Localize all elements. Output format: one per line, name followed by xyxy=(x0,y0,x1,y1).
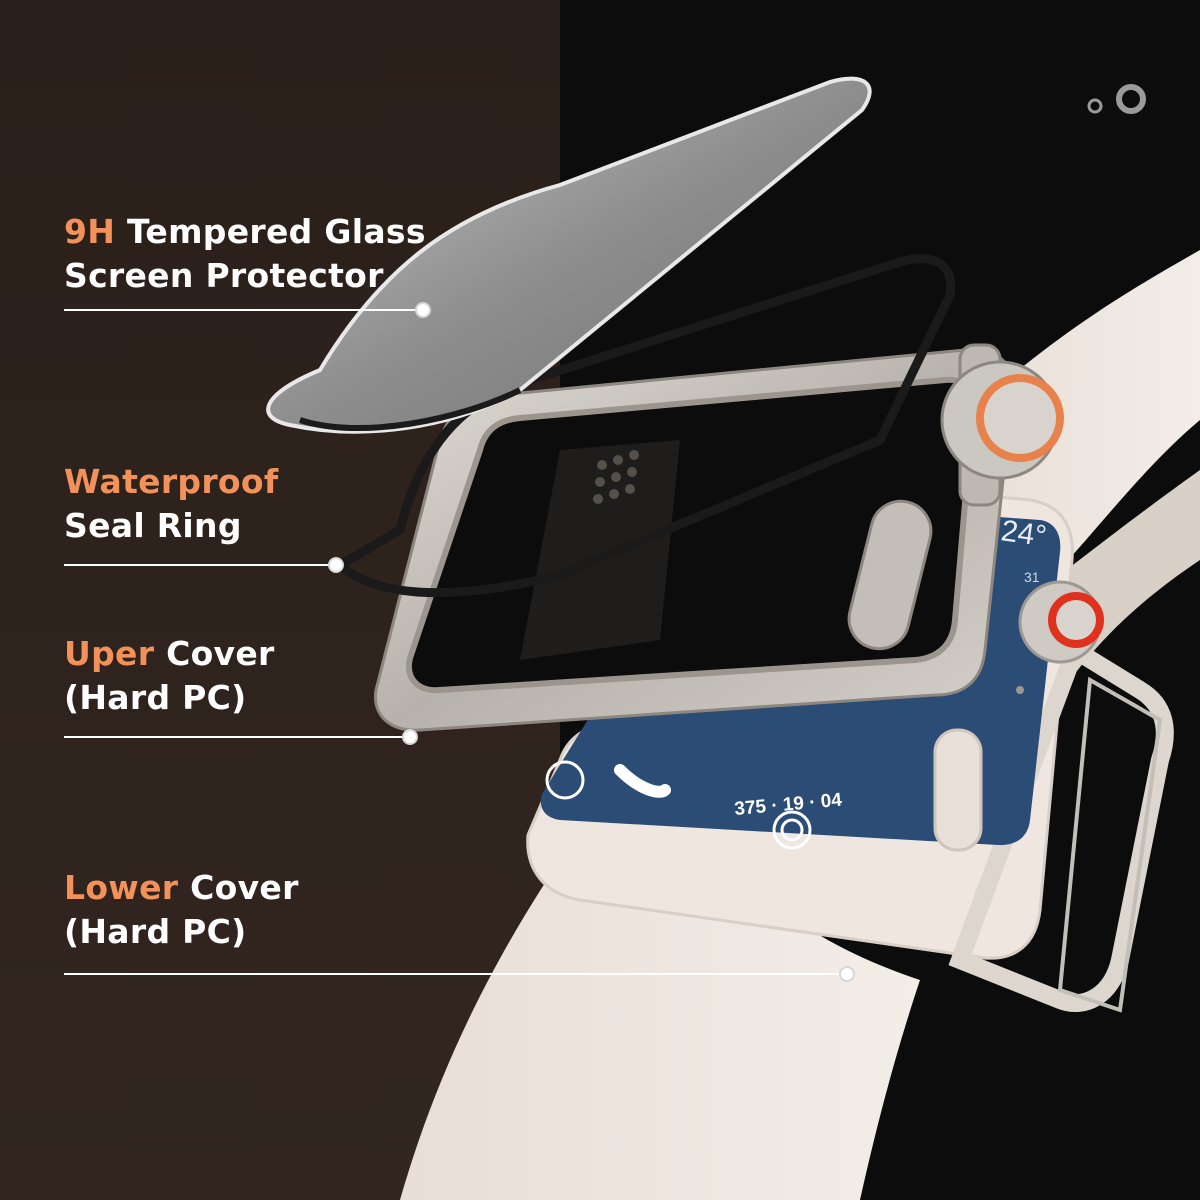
label-glass: 9H Tempered Glass Screen Protector xyxy=(64,210,426,298)
bubble-icon xyxy=(1087,84,1146,114)
label-upper-rest: Cover xyxy=(154,634,275,673)
label-seal-line2: Seal Ring xyxy=(64,506,242,545)
leader-lower xyxy=(64,973,844,975)
label-lower-accent: Lower xyxy=(64,868,179,907)
label-upper-line2: (Hard PC) xyxy=(64,678,247,717)
side-button-lower xyxy=(933,728,983,852)
label-upper: Uper Cover (Hard PC) xyxy=(64,632,275,720)
label-glass-rest: Tempered Glass xyxy=(115,212,426,251)
side-button-upper xyxy=(847,499,933,651)
leader-dot-glass xyxy=(415,302,431,318)
label-glass-accent: 9H xyxy=(64,212,116,251)
watch-temperature: 24° xyxy=(999,514,1049,553)
upper-cover xyxy=(373,343,1064,732)
label-glass-line2: Screen Protector xyxy=(64,256,384,295)
label-lower-rest: Cover xyxy=(178,868,299,907)
timer-complication-icon xyxy=(545,760,585,800)
leader-dot-lower xyxy=(839,966,855,982)
leader-dot-upper xyxy=(402,729,418,745)
leader-dot-seal xyxy=(328,557,344,573)
speaker-grille xyxy=(593,450,639,504)
leader-seal xyxy=(64,564,334,566)
watch-date-digit: 31 xyxy=(1024,569,1040,585)
label-seal: Waterproof Seal Ring xyxy=(64,460,279,548)
label-lower-line2: (Hard PC) xyxy=(64,912,247,951)
leader-glass xyxy=(64,309,422,311)
watch-band-lower xyxy=(400,860,920,1200)
label-seal-accent: Waterproof xyxy=(64,462,279,501)
tempered-glass xyxy=(266,76,872,434)
activity-rings-icon xyxy=(772,810,812,850)
label-lower: Lower Cover (Hard PC) xyxy=(64,866,299,954)
label-upper-accent: Uper xyxy=(64,634,155,673)
seal-ring xyxy=(332,254,956,598)
leader-upper xyxy=(64,736,409,738)
